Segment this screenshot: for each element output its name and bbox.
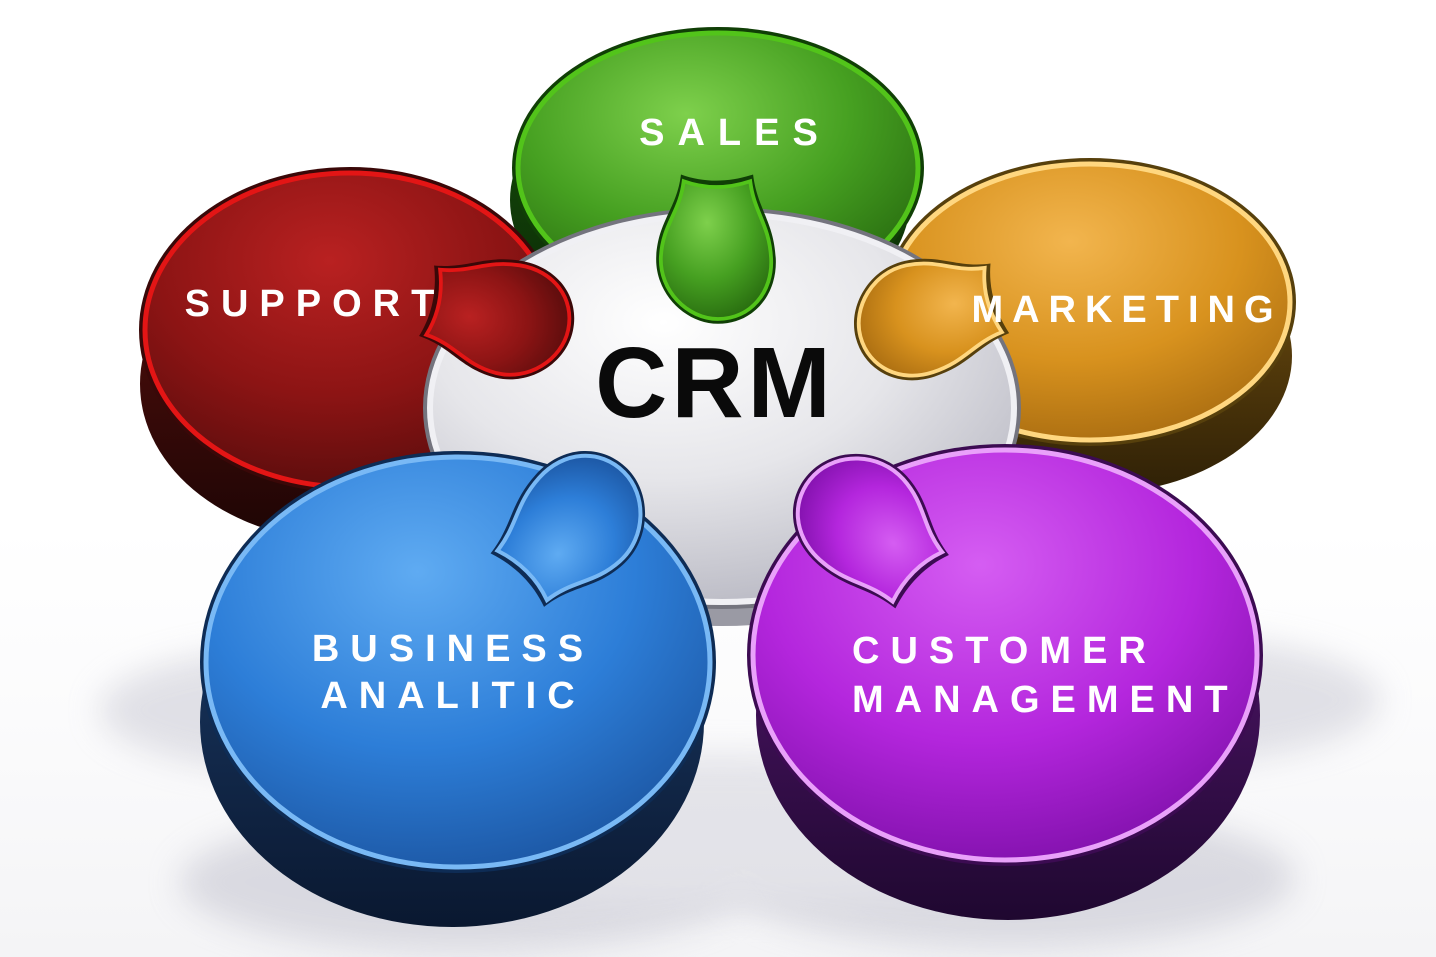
crm-center-label: CRM: [595, 327, 835, 439]
business-analitic-label-line1: BUSINESS: [311, 628, 595, 670]
business-analitic-label-line2: ANALITIC: [320, 675, 586, 717]
sales-label: SALES: [639, 112, 831, 154]
marketing-label: MARKETING: [971, 289, 1283, 331]
customer-management-label-line2: MANAGEMENT: [852, 679, 1239, 721]
support-label: SUPPORT: [184, 283, 446, 325]
business-analitic-label: BUSINESS ANALITIC: [253, 626, 653, 720]
customer-management-label: CUSTOMER MANAGEMENT: [852, 627, 1239, 725]
marketing-piece-shape: [884, 158, 1296, 494]
customer-management-label-line1: CUSTOMER: [852, 630, 1157, 672]
